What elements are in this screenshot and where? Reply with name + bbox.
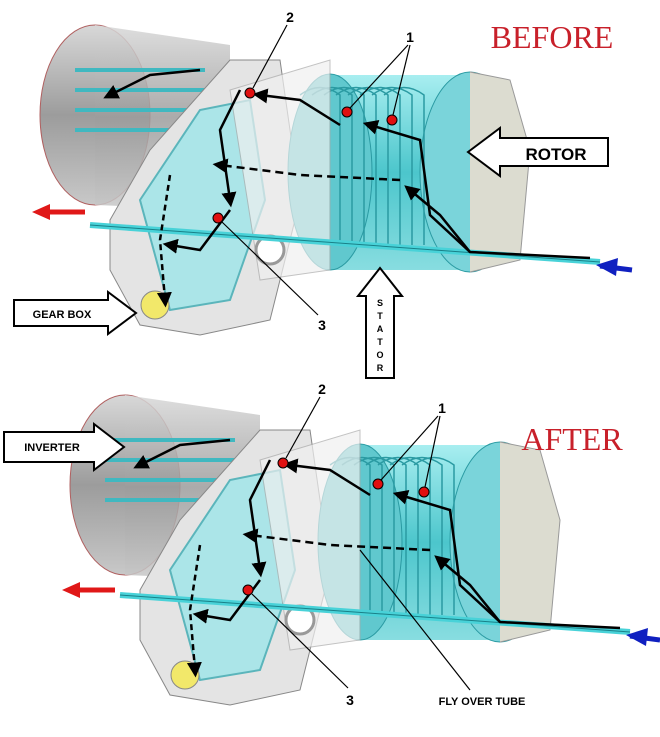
inverter-label-arrow: INVERTER (3, 421, 126, 473)
callout-2: 2 (286, 9, 294, 25)
rotor-label-arrow: ROTOR (466, 126, 609, 178)
outlet-arrow (32, 204, 85, 220)
stator-letter: T (377, 337, 383, 347)
gearbox-label-arrow: GEAR BOX (13, 290, 138, 336)
stator-letter: O (376, 350, 383, 360)
callout-1: 1 (438, 400, 446, 416)
stator-letter: T (377, 311, 383, 321)
stator-label: S T A T O R (376, 298, 383, 373)
before-panel: BEFORE 1 2 3 ROTOR GEAR BOX S T A T O (13, 9, 633, 379)
before-title: BEFORE (491, 19, 614, 55)
callout-1: 1 (406, 29, 414, 45)
stator-letter: A (377, 324, 384, 334)
gearbox-label: GEAR BOX (33, 309, 92, 321)
rotor-label: ROTOR (525, 145, 586, 164)
outlet-arrow (62, 582, 115, 598)
inlet-arrow (596, 258, 633, 276)
callout-3: 3 (346, 692, 354, 708)
stator-letter: R (377, 363, 384, 373)
after-title: AFTER (521, 421, 623, 457)
inverter-label: INVERTER (24, 442, 80, 454)
callout-3: 3 (318, 317, 326, 333)
callout-2: 2 (318, 381, 326, 397)
stator-letter: S (377, 298, 383, 308)
inlet-arrow (626, 628, 660, 646)
stator-label-arrow: S T A T O R (355, 266, 405, 379)
callout-markers (242, 396, 471, 691)
motor-illustration-before (40, 25, 600, 335)
flyover-tube-label: FLY OVER TUBE (439, 696, 526, 708)
callout-markers (212, 24, 411, 316)
after-panel: AFTER 1 2 3 INVERTER FLY OVER TUBE (3, 381, 660, 708)
